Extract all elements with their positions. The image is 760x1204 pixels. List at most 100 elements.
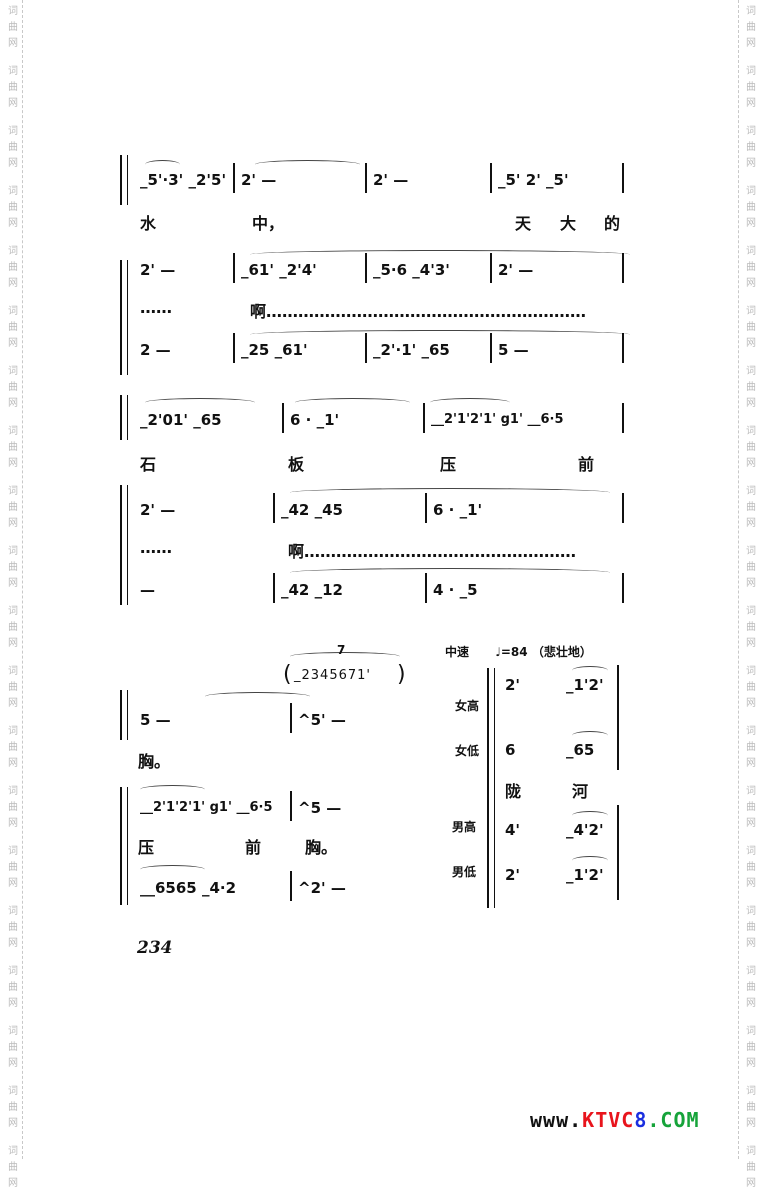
tempo-label: 中速 (445, 645, 470, 659)
system-bracket (120, 787, 122, 905)
watermark-text: 词曲网 (8, 726, 18, 769)
watermark-text: 词曲网 (746, 1026, 756, 1069)
lyric: 前 (578, 455, 595, 474)
watermark-text: 词曲网 (8, 246, 18, 289)
slur (430, 398, 510, 407)
watermark-text: 词曲网 (746, 66, 756, 109)
lyric: 中， (252, 214, 285, 233)
watermark-text: 词曲网 (8, 366, 18, 409)
watermark-text: 词曲网 (746, 1146, 756, 1189)
part-note: _4'2' (566, 821, 604, 839)
lyric: 天 (515, 214, 532, 233)
slur (250, 330, 630, 339)
system-bracket-inner (127, 260, 128, 375)
lyric: 压 (138, 838, 155, 857)
measure: _2'01' _65 (140, 411, 222, 429)
barline (365, 163, 367, 193)
watermark-text: 词曲网 (746, 1086, 756, 1129)
measure: _5'·3' _2'5' (140, 171, 227, 189)
part-note: _65 (566, 741, 595, 759)
part-label: 女高 (455, 699, 480, 713)
watermark-text: 词曲网 (8, 486, 18, 529)
lyric: 板 (288, 455, 305, 474)
part-note: _1'2' (566, 676, 604, 694)
barline (290, 703, 292, 733)
barline (622, 403, 624, 433)
margin-divider-right (738, 0, 739, 1159)
logo-prefix: www. (530, 1108, 583, 1132)
lyric: 胸。 (305, 838, 338, 857)
system-bracket (120, 395, 122, 440)
slur (572, 666, 608, 675)
measure: _2'·1' _65 (373, 341, 450, 359)
watermark-text: 词曲网 (8, 126, 18, 169)
slur (572, 811, 608, 820)
watermark-text: 词曲网 (746, 606, 756, 649)
slur (145, 160, 180, 169)
tempo-expression: （悲壮地） (531, 645, 592, 659)
watermark-text: 词曲网 (8, 1146, 18, 1189)
watermark-text: 词曲网 (746, 246, 756, 289)
part-note: _1'2' (566, 866, 604, 884)
lyric: …… (140, 298, 172, 317)
barline (365, 333, 367, 363)
cadenza-count: 7 (337, 643, 346, 657)
barline (490, 333, 492, 363)
system-bracket (120, 260, 122, 375)
barline (617, 665, 619, 770)
part-label: 男低 (452, 865, 477, 879)
barline (622, 573, 624, 603)
slur (572, 731, 608, 740)
cadenza-paren-open: ( (283, 662, 292, 687)
margin-divider-left (22, 0, 23, 1159)
system-bracket (120, 690, 122, 740)
watermark-text: 词曲网 (746, 426, 756, 469)
slur (205, 692, 310, 701)
watermark-text: 词曲网 (8, 6, 18, 49)
barline (622, 163, 624, 193)
system-bracket (120, 485, 122, 605)
lyric: 胸。 (138, 752, 171, 771)
measure: 2 — (140, 341, 171, 359)
cadenza-paren-close: ) (397, 662, 406, 687)
measure: ^2' — (298, 879, 346, 897)
barline (425, 493, 427, 523)
measure: 6 · _1' (290, 411, 340, 429)
part-note: 6 (505, 741, 516, 759)
barline (622, 253, 624, 283)
logo-brand: KTVC (582, 1108, 635, 1132)
watermark-text: 词曲网 (746, 186, 756, 229)
system-bracket-inner (127, 690, 128, 740)
slur (290, 488, 610, 497)
lyric: 陇 (505, 782, 522, 801)
barline (233, 333, 235, 363)
watermark-text: 词曲网 (8, 846, 18, 889)
part-note: 2' (505, 866, 521, 884)
barline (233, 253, 235, 283)
slur (140, 865, 205, 874)
measure: _25 _61' (241, 341, 308, 359)
part-note: 2' (505, 676, 521, 694)
barline (233, 163, 235, 193)
lyric: 的 (604, 214, 621, 233)
measure: __2'1'2'1' g1' __6·5 (140, 800, 273, 815)
watermark-text: 词曲网 (746, 786, 756, 829)
measure: _42 _45 (281, 501, 343, 519)
site-logo: www.KTVC8.COM (530, 1108, 700, 1132)
measure: 2' — (498, 261, 534, 279)
watermark-text: 词曲网 (8, 906, 18, 949)
cadenza-notes: _2345671' (294, 668, 371, 683)
barline (622, 493, 624, 523)
watermark-text: 词曲网 (8, 666, 18, 709)
measure: 2' — (241, 171, 277, 189)
watermark-text: 词曲网 (746, 546, 756, 589)
measure: 5 — (140, 711, 171, 729)
barline (425, 573, 427, 603)
system-bracket-inner (127, 787, 128, 905)
chorus-bracket-inner (494, 668, 495, 908)
lyric: 大 (560, 214, 577, 233)
barline (290, 791, 292, 821)
part-note: 4' (505, 821, 521, 839)
lyric: 水 (140, 214, 157, 233)
part-label: 女低 (455, 744, 480, 758)
